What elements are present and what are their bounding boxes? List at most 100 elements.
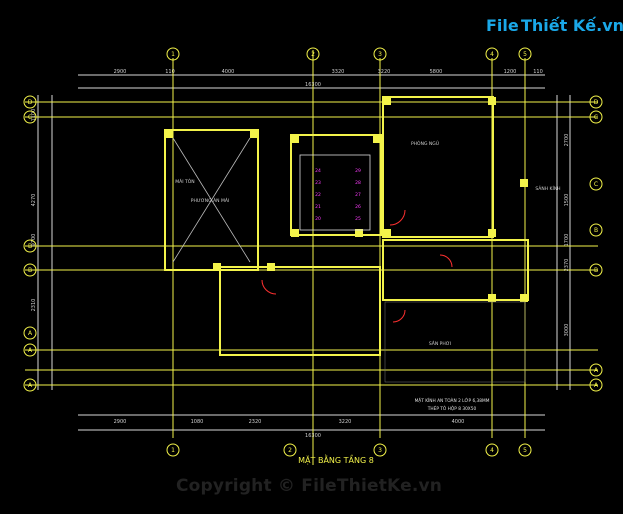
bottom-dim-text: 4000 [452,419,465,425]
logo-part2: Thiết Kế.vn [521,16,623,35]
grid-bubble-top-label: 1 [171,51,175,58]
grid-bubble-right [589,110,603,124]
stair [299,154,371,231]
grid-bubble-bottom-label: 4 [490,447,494,454]
stair-step-number: 23 [315,180,321,186]
top-dim-text: 110 [533,69,543,75]
grid-bubble-top [166,47,180,61]
stair-step-number: 26 [355,204,361,210]
top-dim-text: 2900 [114,69,127,75]
wall-columns [165,97,528,302]
grid-bubble-left [23,326,37,340]
grid-bubble-left-label: C [28,114,32,121]
stair-step-number: 21 [315,204,321,210]
grid-bubble-top-label: 2 [311,51,315,58]
top-dim-text: 3220 [378,69,391,75]
stair-step-number: 29 [355,168,361,174]
grid-bubble-bottom [373,443,387,457]
grid-bubble-bottom-label: 5 [523,447,527,454]
grid-bubble-bottom [283,443,297,457]
top-dim-text: 5800 [430,69,443,75]
note-1: MẶT KÍNH AN TOÀN 2 LỚP 6,38MM [415,397,490,404]
top-dim-text: 3320 [332,69,345,75]
top-total-text: 16300 [305,82,321,88]
grid-bubble-right [589,177,603,191]
grid-bubble-right-label: D [594,99,599,106]
grid-bubble-bottom [485,443,499,457]
grid-bubble-top [373,47,387,61]
stair-step-number: 22 [315,192,321,198]
grid-bubble-top [485,47,499,61]
roof-lines [172,137,251,263]
top-dim-text: 1200 [504,69,517,75]
dimension-lines [37,74,571,431]
brand-logo: File Thiết Kế.vn [486,16,623,42]
grid-bubble-right [589,95,603,109]
grid-bubble-left [23,95,37,109]
grid-bubble-left-label: B [28,243,32,250]
grid-bubble-left-label: A [28,347,33,354]
stair-step-number: 25 [355,216,361,222]
grid-bubble-right-label: B [594,227,598,234]
left-dim-text: 2310 [31,299,37,312]
room-label-bath: SẢNH KÍNH [535,184,560,192]
grid-bubble-bottom-label: 2 [288,447,292,454]
right-dim-text: 2370 [564,259,570,272]
grid-bubble-top-label: 4 [490,51,494,58]
grid-bubble-left [23,343,37,357]
grid-bubble-right [589,363,603,377]
copyright-watermark: Copyright © FileThietKe.vn [176,476,443,496]
grid-bubble-right-label: B [594,267,598,274]
grid-bubble-left [23,239,37,253]
left-dim-text: 9700 [31,234,37,247]
left-dim-text: 1100 [31,109,37,122]
grid-bubble-right-label: C [594,181,598,188]
grid-bubble-left-label: B [28,267,32,274]
grid-bubble-left-label: D [28,99,33,106]
room-label-balcony: SÂN PHƠI [429,340,451,347]
right-dim-text: 3000 [564,324,570,337]
grid-bubble-top-label: 3 [378,51,382,58]
grid-bubble-left [23,110,37,124]
grid-bubble-bottom-label: 1 [171,447,175,454]
bottom-dim-text: 3220 [339,419,352,425]
room-label-roof-slope: PHƯƠNG ÁN MÁI [191,197,230,204]
grid-lines [25,50,598,465]
room-label-bedroom: PHÒNG NGỦ [411,139,439,147]
right-dim-text: 1500 [564,194,570,207]
grid-bubble-bottom-label: 3 [378,447,382,454]
walls [164,96,529,356]
drawing-title: MẶT BẰNG TẦNG 8 [298,453,374,466]
top-dim-text: 110 [165,69,175,75]
grid-bubble-right [589,378,603,392]
left-dim-text: 4270 [31,194,37,207]
balcony-hatch [384,301,526,383]
bottom-dim-text: 2900 [114,419,127,425]
stair-step-number: 28 [355,180,361,186]
grid-bubble-left-label: A [28,330,33,337]
grid-bubble-top [306,47,320,61]
grid-bubble-right-label: C [594,114,598,121]
grid-bubble-bottom [166,443,180,457]
bottom-dim-text: 1080 [191,419,204,425]
grid-bubble-left-label: A [28,382,33,389]
stair-step-number: 27 [355,192,361,198]
grid-bubble-right-label: A [594,367,599,374]
grid-bubble-right [589,263,603,277]
grid-bubble-right-label: A [594,382,599,389]
stair-step-number: 24 [315,168,321,174]
bottom-total-text: 16300 [305,433,321,439]
logo-part1: File [486,16,519,35]
grid-bubble-top [518,47,532,61]
grid-bubble-left [23,378,37,392]
right-dim-text: 1700 [564,234,570,247]
grid-bubble-top-label: 5 [523,51,527,58]
stair-step-number: 20 [315,216,321,222]
grid-bubble-left [23,263,37,277]
door-swings [261,209,453,323]
grid-bubble-right [589,223,603,237]
top-dim-text: 4000 [222,69,235,75]
